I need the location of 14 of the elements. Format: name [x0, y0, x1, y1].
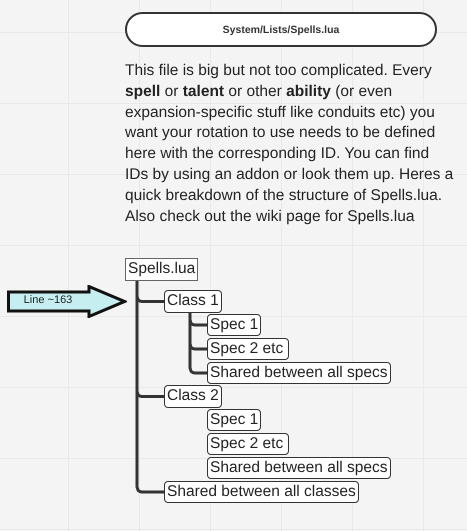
tree-node: Shared between all specs	[207, 457, 391, 479]
tree-node: Spec 1	[207, 409, 262, 431]
tree-node: Shared between all classes	[164, 481, 359, 503]
description-paragraph: This file is big but not too complicated. Every spell or talent or other ability (or even expansion-specific stuff like conduits etc) you want your rotation to use needs to be defined here with the corresponding ID. You can find IDs by using an addon or look them up. Heres a quick breakdown of the structure of Spells.lua. Also check out the wiki page for Spells.lua	[125, 61, 454, 227]
tree-connector	[136, 281, 164, 494]
tree-node: Spec 2 etc	[207, 338, 289, 360]
file-path-pill: System/Lists/Spells.lua	[125, 12, 437, 47]
tree-node: Class 2	[164, 385, 222, 408]
root-node: Spells.lua	[125, 258, 198, 281]
tree-node: Spec 2 etc	[207, 433, 289, 455]
tree-node: Class 1	[164, 290, 222, 313]
tree-node: Shared between all specs	[207, 362, 391, 384]
block-arrow: Line ~163	[7, 285, 127, 318]
tree-node: Spec 1	[207, 314, 262, 336]
